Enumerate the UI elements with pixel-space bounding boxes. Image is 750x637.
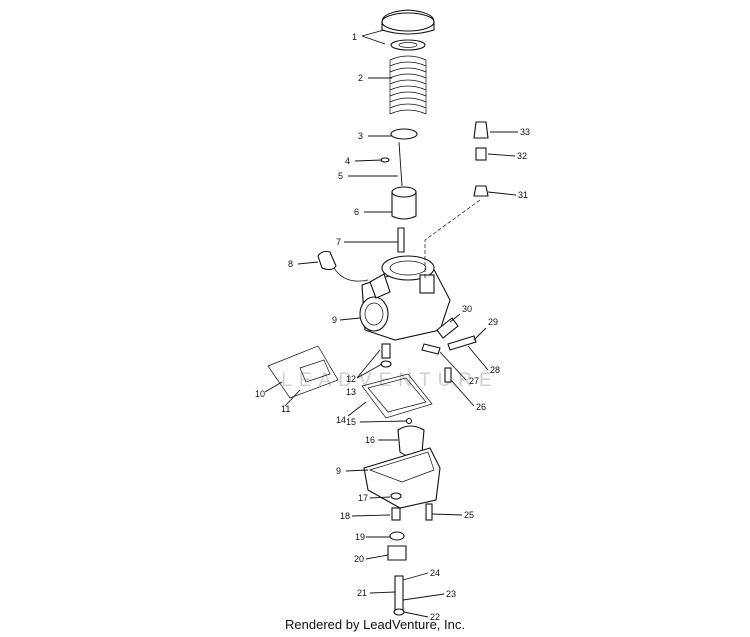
part-plate-11 xyxy=(299,359,331,383)
callout-33: 33 xyxy=(520,127,530,137)
callout-5: 5 xyxy=(338,171,343,181)
part-idle-screw xyxy=(436,317,459,339)
part-plate xyxy=(390,128,418,140)
callout-2: 2 xyxy=(358,73,363,83)
part-jet-26 xyxy=(444,367,452,383)
part-pin xyxy=(405,417,413,425)
callout-3: 3 xyxy=(358,131,363,141)
callout-6: 6 xyxy=(354,207,359,217)
callout-31: 31 xyxy=(518,190,528,200)
part-spring xyxy=(389,55,427,115)
cable-line xyxy=(333,267,369,282)
part-jet-27 xyxy=(421,343,441,355)
callout-29: 29 xyxy=(488,317,498,327)
callout-19: 19 xyxy=(355,532,365,542)
callout-24: 24 xyxy=(430,568,440,578)
callout-17: 17 xyxy=(358,493,368,503)
render-credit: Rendered by LeadVenture, Inc. xyxy=(285,617,465,632)
callout-15: 15 xyxy=(346,417,356,427)
callout-25: 25 xyxy=(464,510,474,520)
part-adjuster-stack xyxy=(473,121,489,197)
part-22 xyxy=(393,608,405,616)
callout-32: 32 xyxy=(517,151,527,161)
cable-guide-line xyxy=(424,199,481,280)
callout-labels: 1 2 3 4 5 6 7 8 9 9 10 11 12 13 14 15 16… xyxy=(255,32,530,622)
callout-12: 12 xyxy=(346,374,356,384)
part-pilot-screw xyxy=(447,335,477,351)
part-17 xyxy=(390,492,402,500)
part-carburetor-body xyxy=(359,255,451,341)
callout-26: 26 xyxy=(476,402,486,412)
part-float-bowl xyxy=(363,447,441,509)
callout-4: 4 xyxy=(345,156,350,166)
callout-18: 18 xyxy=(340,511,350,521)
watermark: LEADVENTURE xyxy=(281,370,498,391)
callout-16: 16 xyxy=(365,435,375,445)
callout-13: 13 xyxy=(346,387,356,397)
callout-28: 28 xyxy=(490,365,500,375)
part-boot xyxy=(317,250,337,271)
leader-lines xyxy=(264,29,518,618)
callout-9-lower: 9 xyxy=(336,466,341,476)
callout-30: 30 xyxy=(462,304,472,314)
part-throttle-slide xyxy=(391,186,417,220)
callout-10: 10 xyxy=(255,389,265,399)
part-20 xyxy=(387,545,407,561)
part-drain-screw xyxy=(425,503,433,521)
part-18 xyxy=(391,507,401,521)
part-jet-12 xyxy=(381,343,391,359)
part-clip xyxy=(380,157,390,163)
part-jet-13 xyxy=(380,360,392,368)
part-cap xyxy=(381,9,435,51)
callout-9-upper: 9 xyxy=(332,315,337,325)
callout-14: 14 xyxy=(336,415,346,425)
callout-27: 27 xyxy=(469,376,479,386)
callout-20: 20 xyxy=(354,554,364,564)
callout-1: 1 xyxy=(352,32,357,42)
part-gasket xyxy=(361,373,433,419)
part-needle xyxy=(398,141,403,187)
part-plate-10 xyxy=(267,345,339,399)
callout-22: 22 xyxy=(430,612,440,622)
part-gasket-inner xyxy=(367,377,427,413)
callout-23: 23 xyxy=(446,589,456,599)
callout-8: 8 xyxy=(288,259,293,269)
callout-21: 21 xyxy=(357,588,367,598)
part-21 xyxy=(394,575,404,611)
callout-7: 7 xyxy=(336,237,341,247)
part-screw xyxy=(397,227,405,253)
part-19 xyxy=(389,531,405,541)
callout-11: 11 xyxy=(281,404,290,414)
